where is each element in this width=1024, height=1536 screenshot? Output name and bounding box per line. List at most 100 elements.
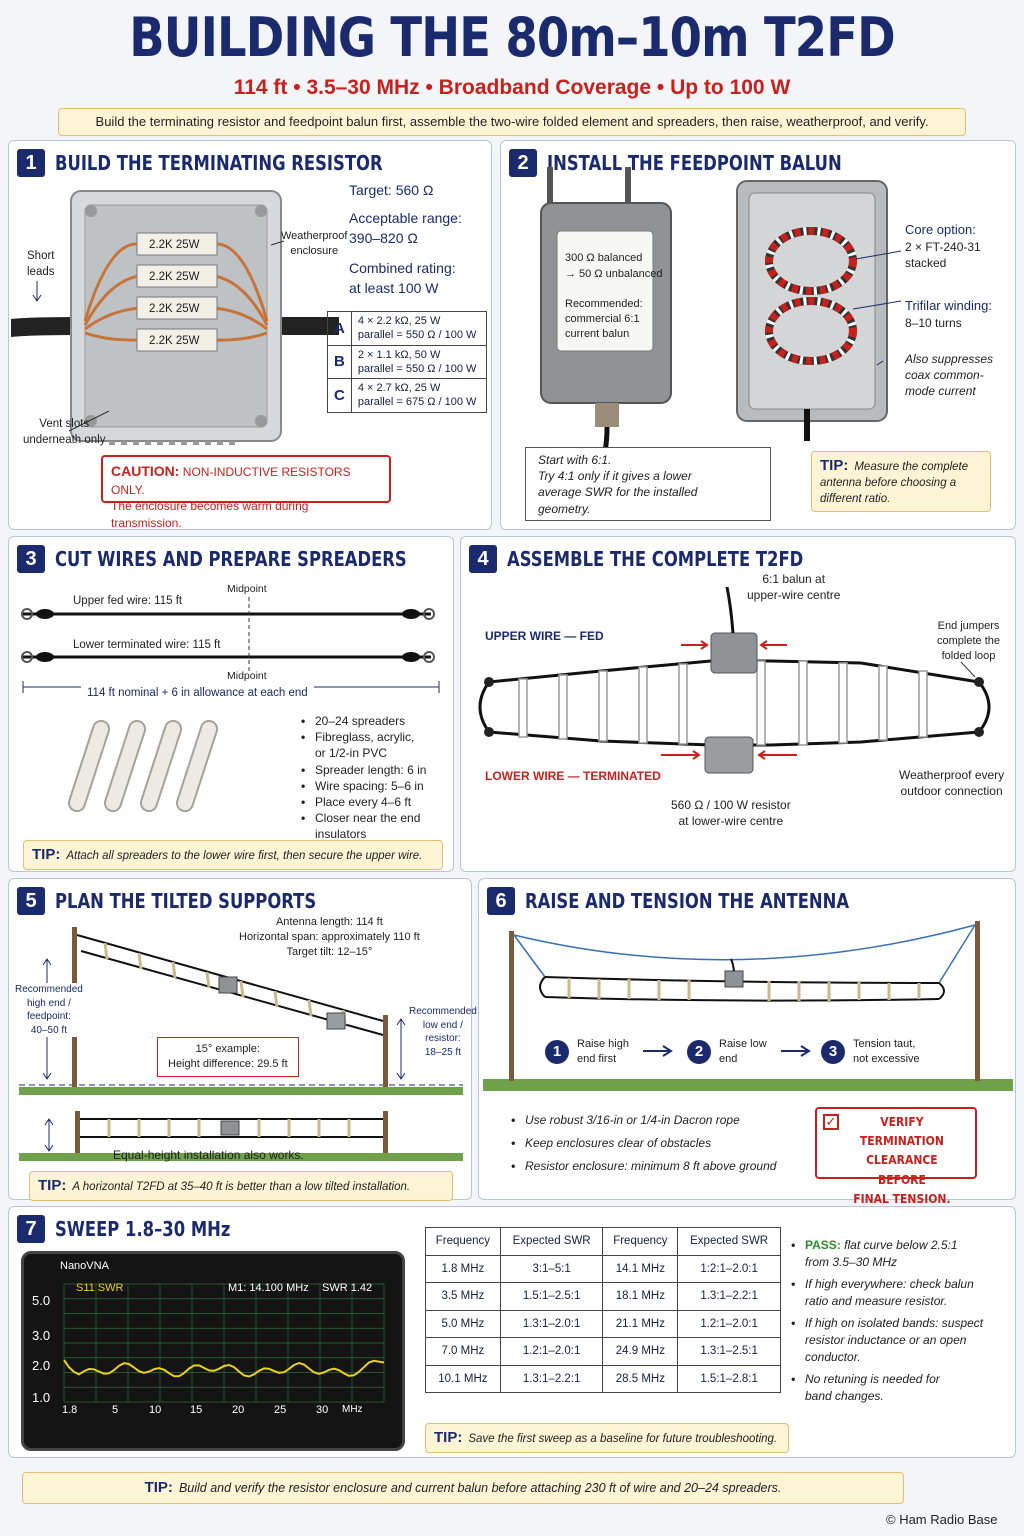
core-label: Core option: — [905, 222, 976, 237]
panel-title: PLAN THE TILTED SUPPORTS — [55, 889, 317, 913]
resistor-label: 2.2K 25W — [149, 271, 200, 283]
list-item: 20–24 spreaders — [301, 713, 451, 729]
x-tick: 25 — [274, 1404, 287, 1416]
tilt-example-box: 15° example: Height difference: 29.5 ft — [157, 1037, 299, 1077]
y-tick: 5.0 — [32, 1293, 51, 1308]
short-leads-label: Short leads — [27, 250, 55, 278]
caution-text: NON-INDUCTIVE RESISTORS ONLY. — [111, 465, 351, 497]
sweep-tip: TIP:Save the first sweep as a baseline f… — [425, 1423, 789, 1454]
verify-text: VERIFY TERMINATION CLEARANCE BEFORE FINA… — [853, 1115, 951, 1206]
step-number: 5 — [17, 887, 45, 915]
device-name: NanoVNA — [60, 1260, 109, 1272]
midpoint-label: Midpoint — [227, 670, 267, 682]
lower-wire-label: Lower terminated wire: 115 ft — [73, 639, 221, 651]
resistor-enclosure-illustration — [11, 190, 339, 445]
core-value: 2 × FT-240-31 stacked — [905, 240, 981, 271]
pass-criterion: PASS: flat curve below 2.5:1 from 3.5–30… — [791, 1237, 1005, 1272]
enclosure-label: Weatherproof enclosure — [281, 230, 348, 257]
length-dimension: 114 ft nominal + 6 in allowance at each … — [81, 686, 314, 702]
step-3: 3 Tension taut, not excessive — [821, 1037, 920, 1067]
y-tick: 2.0 — [32, 1358, 51, 1373]
step-number: 3 — [17, 545, 45, 573]
swr-plot — [63, 1283, 385, 1403]
step-number: 6 — [487, 887, 515, 915]
common-mode-note: Also suppresses coax common- mode curren… — [905, 352, 994, 399]
list-item: If high everywhere: check balun ratio an… — [791, 1276, 1005, 1311]
list-item: Use robust 3/16-in or 1/4-in Dacron rope — [511, 1109, 811, 1132]
vent-slots-label: Vent slots underneath only — [23, 418, 106, 446]
high-end-height: Recommended high end / feedpoint: 40–50 … — [15, 983, 83, 1037]
end-jumpers-label: End jumpers complete the folded loop — [937, 620, 1000, 662]
panel-terminating-resistor: 1 BUILD THE TERMINATING RESISTOR 2.2K 25W… — [8, 140, 492, 530]
marker-swr: SWR 1.42 — [322, 1282, 373, 1294]
midpoint-label: Midpoint — [227, 583, 267, 595]
raise-antenna-illustration — [483, 921, 1013, 1091]
list-item: Fibreglass, acrylic, or 1/2-in PVC — [301, 729, 451, 761]
resistor-label: 2.2K 25W — [149, 239, 200, 251]
resistor-label: 2.2K 25W — [149, 335, 200, 347]
panel-title: ASSEMBLE THE COMPLETE T2FD — [507, 547, 804, 571]
caution-label: CAUTION: — [111, 463, 180, 479]
trace-label: S11 SWR — [76, 1282, 124, 1294]
winding-value: 8–10 turns — [905, 316, 962, 330]
list-item: No retuning is needed for band changes. — [791, 1371, 1005, 1406]
balun-illustration — [540, 167, 902, 452]
y-tick: 3.0 — [32, 1328, 51, 1343]
step-number: 3 — [821, 1039, 845, 1064]
list-item: Wire spacing: 5–6 in — [301, 778, 451, 794]
panel-title: INSTALL THE FEEDPOINT BALUN — [547, 151, 842, 175]
resistor-location-label: 560 Ω / 100 W resistor at lower-wire cen… — [671, 798, 791, 829]
balun-location-label: 6:1 balun at upper-wire centre — [747, 572, 841, 603]
step-number: 7 — [17, 1215, 45, 1243]
raising-notes: Use robust 3/16-in or 1/4-in Dacron rope… — [511, 1109, 811, 1177]
weatherproof-label: Weatherproof every outdoor connection — [899, 768, 1005, 799]
step-text: Tension taut, not excessive — [853, 1038, 920, 1065]
panel-cut-wires: 3 CUT WIRES AND PREPARE SPREADERS Upper f… — [8, 536, 454, 872]
swr-trace — [63, 1359, 385, 1378]
antenna-geometry-info: Antenna length: 114 ft Horizontal span: … — [239, 916, 420, 958]
verify-warning-box: ✓ VERIFY TERMINATION CLEARANCE BEFORE FI… — [815, 1107, 977, 1206]
rating-label: Combined rating: — [349, 260, 456, 276]
y-tick: 1.0 — [32, 1390, 51, 1405]
page-subtitle: 114 ft • 3.5–30 MHz • Broadband Coverage… — [233, 76, 791, 99]
x-tick: 30 — [316, 1404, 329, 1416]
step-number: 4 — [469, 545, 497, 573]
panel-title: CUT WIRES AND PREPARE SPREADERS — [55, 547, 407, 571]
list-item: Closer near the end insulators — [301, 810, 451, 842]
spreader-list: 20–24 spreaders Fibreglass, acrylic, or … — [301, 713, 451, 843]
step-number: 2 — [509, 149, 537, 177]
x-tick: 15 — [190, 1404, 203, 1416]
list-item: Spreader length: 6 in — [301, 762, 451, 778]
panel-title: RAISE AND TENSION THE ANTENNA — [525, 889, 850, 913]
list-item: Keep enclosures clear of obstacles — [511, 1132, 811, 1155]
nanovna-screen: NanoVNA S11 SWR M1: 14.100 MHz SWR 1.42 … — [21, 1251, 405, 1451]
x-tick: MHz — [342, 1404, 363, 1415]
step-number: 1 — [17, 149, 45, 177]
balun-ratio-line2: → 50 Ω unbalanced — [565, 268, 663, 280]
intro-banner: Build the terminating resistor and feedp… — [58, 108, 966, 136]
panel-sweep: 7 SWEEP 1.8–30 MHz NanoVNA S11 SWR M1: 14… — [8, 1206, 1016, 1458]
step-text: Raise high end first — [577, 1038, 629, 1065]
panel-title: BUILD THE TERMINATING RESISTOR — [55, 151, 383, 175]
panel-title: SWEEP 1.8–30 MHz — [55, 1217, 231, 1241]
sweep-results: PASS: flat curve below 2.5:1 from 3.5–30… — [791, 1237, 1005, 1406]
ratio-note-box: Start with 6:1. Try 4:1 only if it gives… — [525, 447, 771, 521]
t2fd-assembly-diagram — [478, 586, 991, 774]
credit: © Ham Radio Base — [886, 1512, 998, 1527]
footer-tip: TIP:Build and verify the resistor enclos… — [22, 1472, 904, 1504]
step-text: Raise low end — [719, 1038, 767, 1065]
resistor-label: 2.2K 25W — [149, 303, 200, 315]
upper-wire-label: Upper fed wire: 115 ft — [73, 595, 183, 607]
range-label: Acceptable range: — [349, 210, 462, 226]
list-item: Resistor enclosure: minimum 8 ft above g… — [511, 1155, 811, 1178]
